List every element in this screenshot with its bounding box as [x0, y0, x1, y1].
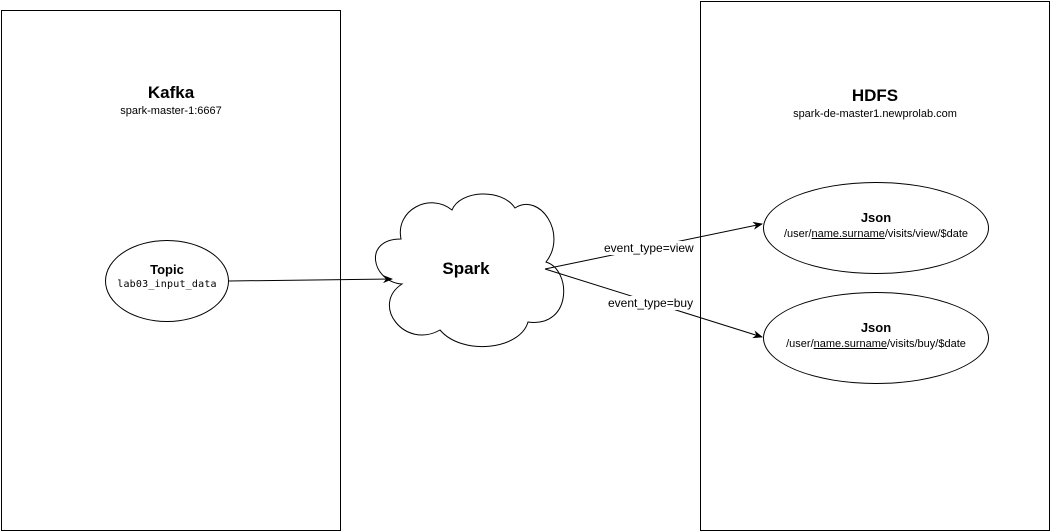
json-view-path-prefix: /user/	[783, 228, 812, 240]
json-buy-title: Json	[860, 320, 892, 335]
topic-node[interactable]: Topic lab03_input_data	[105, 240, 229, 322]
json-buy-path: /user/name.surname/visits/buy/$date	[764, 337, 988, 351]
topic-title: Topic	[150, 262, 184, 277]
hdfs-address: spark-de-master1.newprolab.com	[793, 108, 957, 120]
spark-label: Spark	[442, 259, 490, 278]
json-view-title: Json	[860, 210, 892, 225]
json-buy-node[interactable]: Json /user/name.surname/visits/buy/$date	[763, 292, 989, 384]
hdfs-title: HDFS	[851, 86, 899, 105]
json-view-path: /user/name.surname/visits/view/$date	[764, 227, 988, 241]
json-view-path-user: name.surname	[811, 228, 885, 240]
json-buy-path-prefix: /user/	[786, 338, 814, 350]
kafka-address: spark-master-1:6667	[120, 105, 222, 117]
json-buy-path-user: name.surname	[813, 338, 887, 350]
edge-label-buy: event_type=buy	[608, 296, 694, 310]
json-view-node[interactable]: Json /user/name.surname/visits/view/$dat…	[763, 182, 989, 274]
spark-cloud	[374, 193, 565, 348]
topic-to-spark-arrow	[228, 275, 393, 284]
json-buy-path-suffix: /visits/buy/$date	[887, 338, 966, 350]
kafka-title: Kafka	[147, 83, 195, 102]
edge-label-view: event_type=view	[604, 241, 694, 255]
topic-name: lab03_input_data	[117, 279, 217, 290]
json-view-path-suffix: /visits/view/$date	[884, 228, 969, 240]
